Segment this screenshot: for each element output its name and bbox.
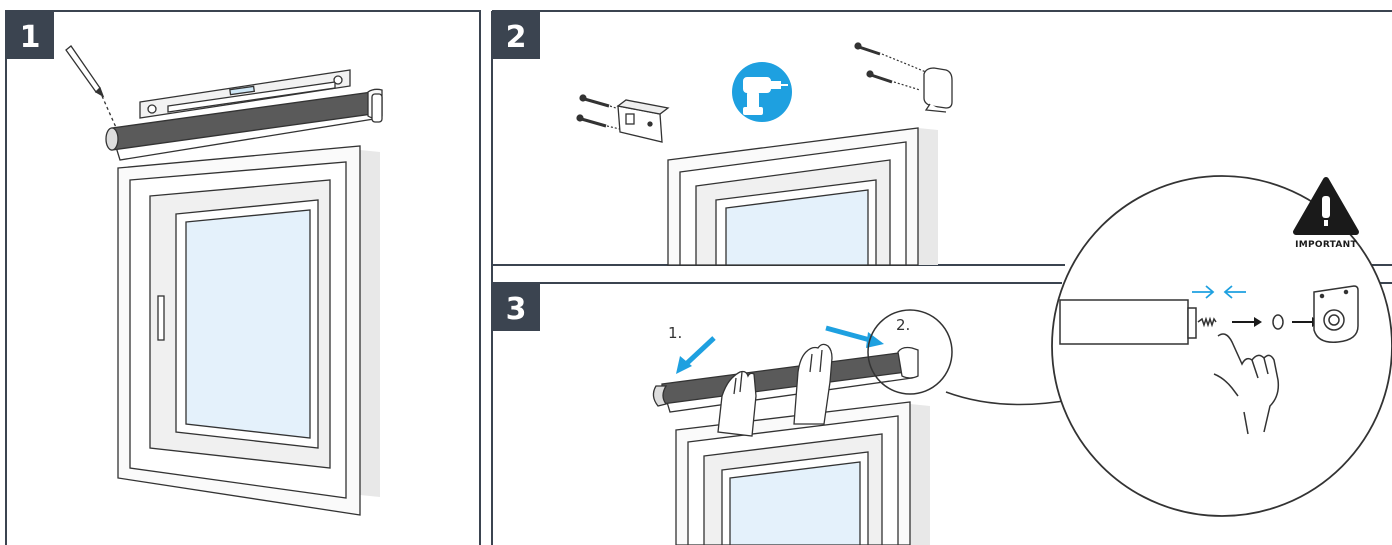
warning-icon: IMPORTANT [1293, 177, 1359, 250]
panel-3-illustration: 1. 2. [652, 309, 1071, 545]
screw-icon-left [576, 94, 629, 131]
bracket-icon-right [923, 67, 953, 113]
window-icon-panel-2 [667, 127, 938, 266]
detail-circle-small [867, 309, 953, 395]
detail-callout [1051, 175, 1392, 517]
hand-icon-right [793, 343, 833, 425]
step-3-label-2: 2. [896, 316, 910, 334]
roller-tube-detail [1059, 299, 1217, 345]
compress-arrows-icon [1192, 285, 1246, 299]
arrow-icon-1 [676, 336, 716, 374]
step-badge-3: 3 [492, 283, 540, 331]
spirit-level-icon [139, 69, 351, 119]
detail-circle-large [1051, 175, 1392, 517]
screw-icon-right [854, 42, 927, 91]
pencil-icon [65, 45, 119, 133]
step-badge-2: 2 [492, 11, 540, 59]
step-number-1: 1 [20, 20, 41, 55]
bracket-plate-icon [1313, 285, 1359, 343]
callout-connector [945, 391, 1071, 406]
step-number-3: 3 [506, 292, 527, 327]
roller-blind-icon [105, 88, 383, 161]
arrow-icon-2 [825, 325, 884, 348]
bracket-icon-left [616, 99, 670, 143]
drill-icon [732, 62, 792, 122]
important-label: IMPORTANT [1295, 240, 1357, 250]
panel-1-illustration [65, 45, 383, 516]
window-icon-panel-3 [675, 401, 930, 545]
step-badge-1: 1 [6, 11, 54, 59]
panel-2-illustration [576, 42, 953, 266]
step-3-label-1: 1. [668, 324, 682, 342]
hand-icon-left [717, 370, 757, 437]
window-icon [117, 145, 380, 516]
step-number-2: 2 [506, 20, 527, 55]
finger-hand-icon [1213, 333, 1280, 435]
washer-icon [1272, 314, 1284, 330]
panel-1-frame [5, 10, 481, 545]
